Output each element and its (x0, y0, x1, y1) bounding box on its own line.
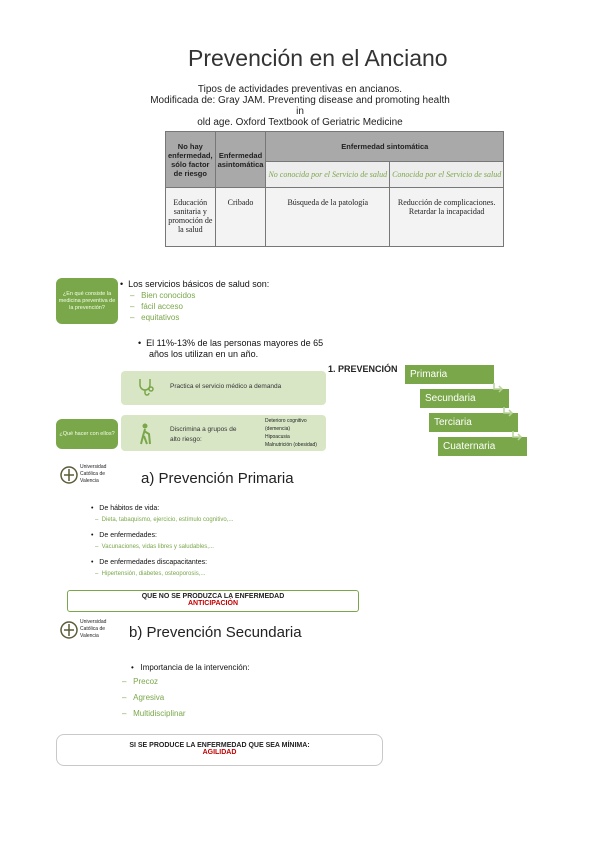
list-item-text: Agresiva (133, 693, 165, 702)
list-item-text: Bien conocidos (141, 291, 196, 300)
university-name: Universidad Católica de Valencia (80, 619, 106, 640)
level-terciaria: Terciaria (428, 412, 519, 433)
university-logo-icon (60, 465, 78, 490)
bullet-text: Los servicios básicos de salud son: (128, 279, 270, 289)
university-line: Universidad (80, 619, 107, 625)
summary-text: QUE NO SE PRODUZCA LA ENFERMEDAD (141, 593, 285, 600)
list-item: – equitativos (130, 313, 180, 322)
table-cell: Reducción de complicaciones. Retardar la… (389, 187, 505, 247)
list-item-text: Hipertensión, diabetes, osteoporosis,... (101, 571, 206, 577)
bullet-text: De enfermedades discapacitantes: (99, 559, 208, 566)
table-header: Enfermedad asintomática (214, 130, 267, 189)
table-caption: Tipos de actividades preventivas en anci… (150, 84, 450, 128)
list-item: – Precoz (122, 677, 159, 686)
risk-list: Deterioro cognitivo (demencia) Hipoacusi… (265, 417, 317, 449)
prevention-types-table: No hay enfermedad, sólo factor de riesgo… (165, 130, 505, 247)
list-item: – Dieta, tabaquismo, ejercicio, estímulo… (95, 517, 234, 523)
risk-item: Hipoacusia (265, 434, 290, 440)
university-line: Universidad (80, 464, 107, 470)
list-item-text: fácil acceso (141, 302, 183, 311)
bullet-item: • De hábitos de vida: (91, 505, 160, 512)
practice-text: Practica el servicio médico a demanda (170, 383, 282, 390)
elderly-person-icon (137, 423, 155, 450)
bullet-item: • De enfermedades: (91, 532, 157, 539)
bullet-text: De enfermedades: (99, 532, 157, 539)
bullet-item: • Los servicios básicos de salud son: (120, 279, 270, 289)
caption-line: old age. Oxford Textbook of Geriatric Me… (197, 117, 403, 128)
risk-item: (demencia) (265, 426, 291, 432)
level-cuaternaria: Cuaternaria (437, 436, 528, 457)
table-cell: Educación sanitaria y promoción de la sa… (165, 187, 216, 247)
table-subheader: Conocida por el Servicio de salud (389, 161, 505, 189)
section-title: b) Prevención Secundaria (129, 624, 302, 641)
list-item: – Bien conocidos (130, 291, 196, 300)
table-cell: Búsqueda de la patología (265, 187, 391, 247)
summary-box: QUE NO SE PRODUZCA LA ENFERMEDAD ANTICIP… (67, 590, 359, 612)
prevention-heading: 1. PREVENCIÓN (328, 364, 398, 374)
table-header: Enfermedad sintomática (265, 130, 505, 163)
bullet-text: De hábitos de vida: (99, 505, 160, 512)
list-item: – fácil acceso (130, 302, 183, 311)
list-item: – Multidisciplinar (122, 709, 186, 718)
risk-item: Malnutrición (obesidad) (265, 442, 317, 448)
arrow-down-icon (493, 380, 504, 398)
university-line: Católica de (80, 626, 106, 632)
caption-line: Modificada de: Gray JAM. Preventing dise… (150, 95, 450, 117)
university-name: Universidad Católica de Valencia (80, 464, 106, 485)
table-subheader: No conocida por el Servicio de salud (265, 161, 391, 189)
list-item: – Agresiva (122, 693, 165, 702)
bullet-text-cont: años los utilizan en un año. (149, 349, 259, 359)
stethoscope-icon (136, 377, 156, 402)
university-line: Valencia (80, 633, 99, 639)
table-cell: Cribado (214, 187, 267, 247)
arrow-down-icon (512, 428, 523, 446)
discrimina-text: alto riesgo: (170, 436, 202, 443)
summary-text: SI SE PRODUCE LA ENFERMEDAD QUE SEA MÍNI… (129, 742, 310, 749)
list-item-text: Multidisciplinar (133, 709, 186, 718)
bullet-item: • El 11%-13% de las personas mayores de … (138, 338, 324, 348)
summary-keyword: AGILIDAD (202, 749, 237, 756)
university-line: Católica de (80, 471, 106, 477)
bullet-text: Importancia de la intervención: (140, 663, 250, 672)
practice-box (121, 371, 326, 405)
arrow-down-icon (503, 404, 514, 422)
table-header: No hay enfermedad, sólo factor de riesgo (165, 130, 216, 189)
risk-item: Deterioro cognitivo (265, 418, 307, 424)
caption-line: Tipos de actividades preventivas en anci… (197, 84, 403, 95)
question-box: ¿En qué consiste la medicina preventiva … (56, 278, 118, 324)
summary-box: SI SE PRODUCE LA ENFERMEDAD QUE SEA MÍNI… (56, 734, 383, 766)
list-item-text: Dieta, tabaquismo, ejercicio, estímulo c… (101, 517, 234, 523)
level-primaria: Primaria (404, 364, 495, 385)
question-box: ¿Qué hacer con ellos? (56, 419, 118, 449)
risk-group-box (121, 415, 326, 451)
section-title: a) Prevención Primaria (141, 470, 294, 487)
university-line: Valencia (80, 478, 99, 484)
bullet-item: • Importancia de la intervención: (131, 663, 250, 672)
list-item: – Vacunaciones, vidas libres y saludable… (95, 544, 214, 550)
bullet-text: El 11%-13% de las personas mayores de 65 (146, 338, 324, 348)
summary-keyword: ANTICIPACIÓN (187, 600, 239, 607)
level-secundaria: Secundaria (419, 388, 510, 409)
bullet-item: • De enfermedades discapacitantes: (91, 559, 208, 566)
university-logo-icon (60, 620, 78, 645)
list-item-text: Precoz (133, 677, 159, 686)
discrimina-text: Discrimina a grupos de (170, 426, 237, 433)
list-item-text: equitativos (141, 313, 180, 322)
page-title: Prevención en el Anciano (188, 45, 448, 71)
list-item-text: Vacunaciones, vidas libres y saludables,… (101, 544, 214, 550)
list-item: – Hipertensión, diabetes, osteoporosis,.… (95, 571, 206, 577)
